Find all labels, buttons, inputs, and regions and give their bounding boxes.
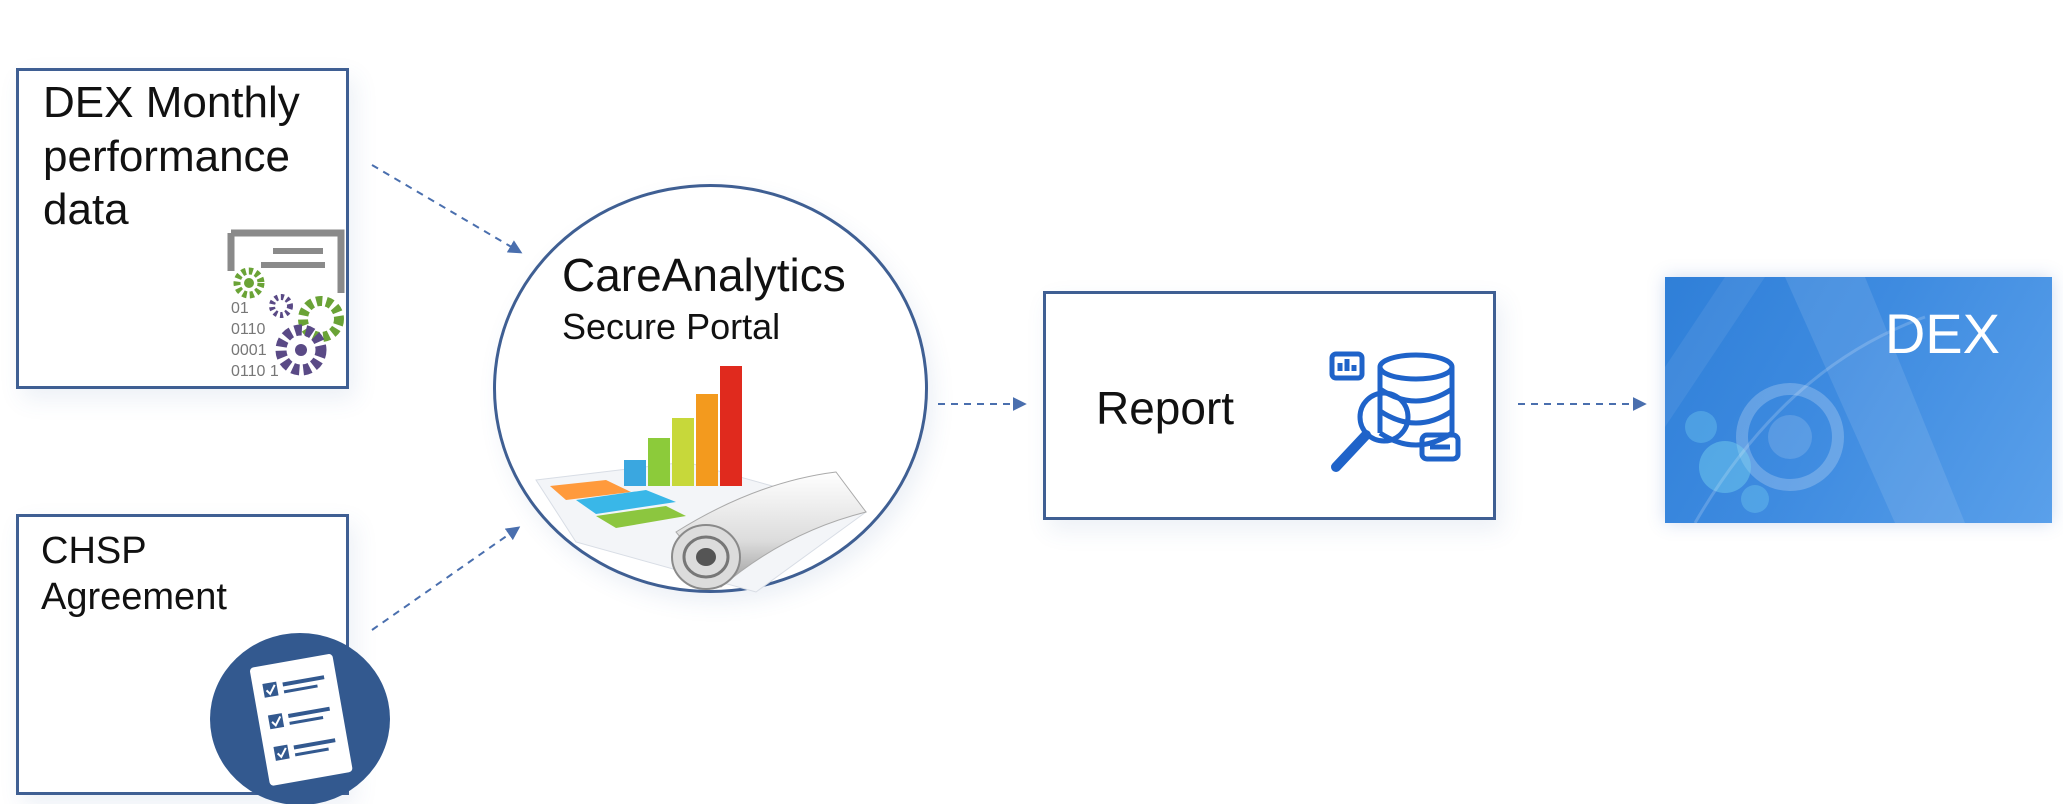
careanalytics-portal-circle: CareAnalytics Secure Portal [493,184,928,593]
chsp-agreement-title: CHSP Agreement [41,530,227,619]
arrow-dex-to-portal [371,164,523,254]
dex-banner: DEX [1665,277,2052,523]
dex-monthly-data-title: DEX Monthly performance data [43,78,300,235]
dex-banner-label: DEX [1884,302,2000,365]
banner-decoration [1665,277,1965,523]
chsp-agreement-box: CHSP Agreement [16,514,349,795]
data-gears-icon: 01 0110 0001 0110 1 [227,229,345,380]
binary-line-1: 01 [231,300,249,317]
binary-line-3: 0001 [231,342,267,359]
binary-line-4: 0110 1 [231,363,279,380]
portal-subtitle: Secure Portal [562,306,781,347]
database-search-icon [1329,351,1461,472]
arrow-chsp-to-portal [371,526,521,631]
bar-chart-scroll-icon [535,366,868,593]
checklist-icon [210,633,390,804]
dex-monthly-data-box: DEX Monthly performance data 01 0110 000… [16,68,349,389]
report-box: Report [1043,291,1496,520]
binary-line-2: 0110 [231,321,266,338]
portal-title: CareAnalytics [562,249,846,301]
report-title: Report [1096,382,1235,434]
